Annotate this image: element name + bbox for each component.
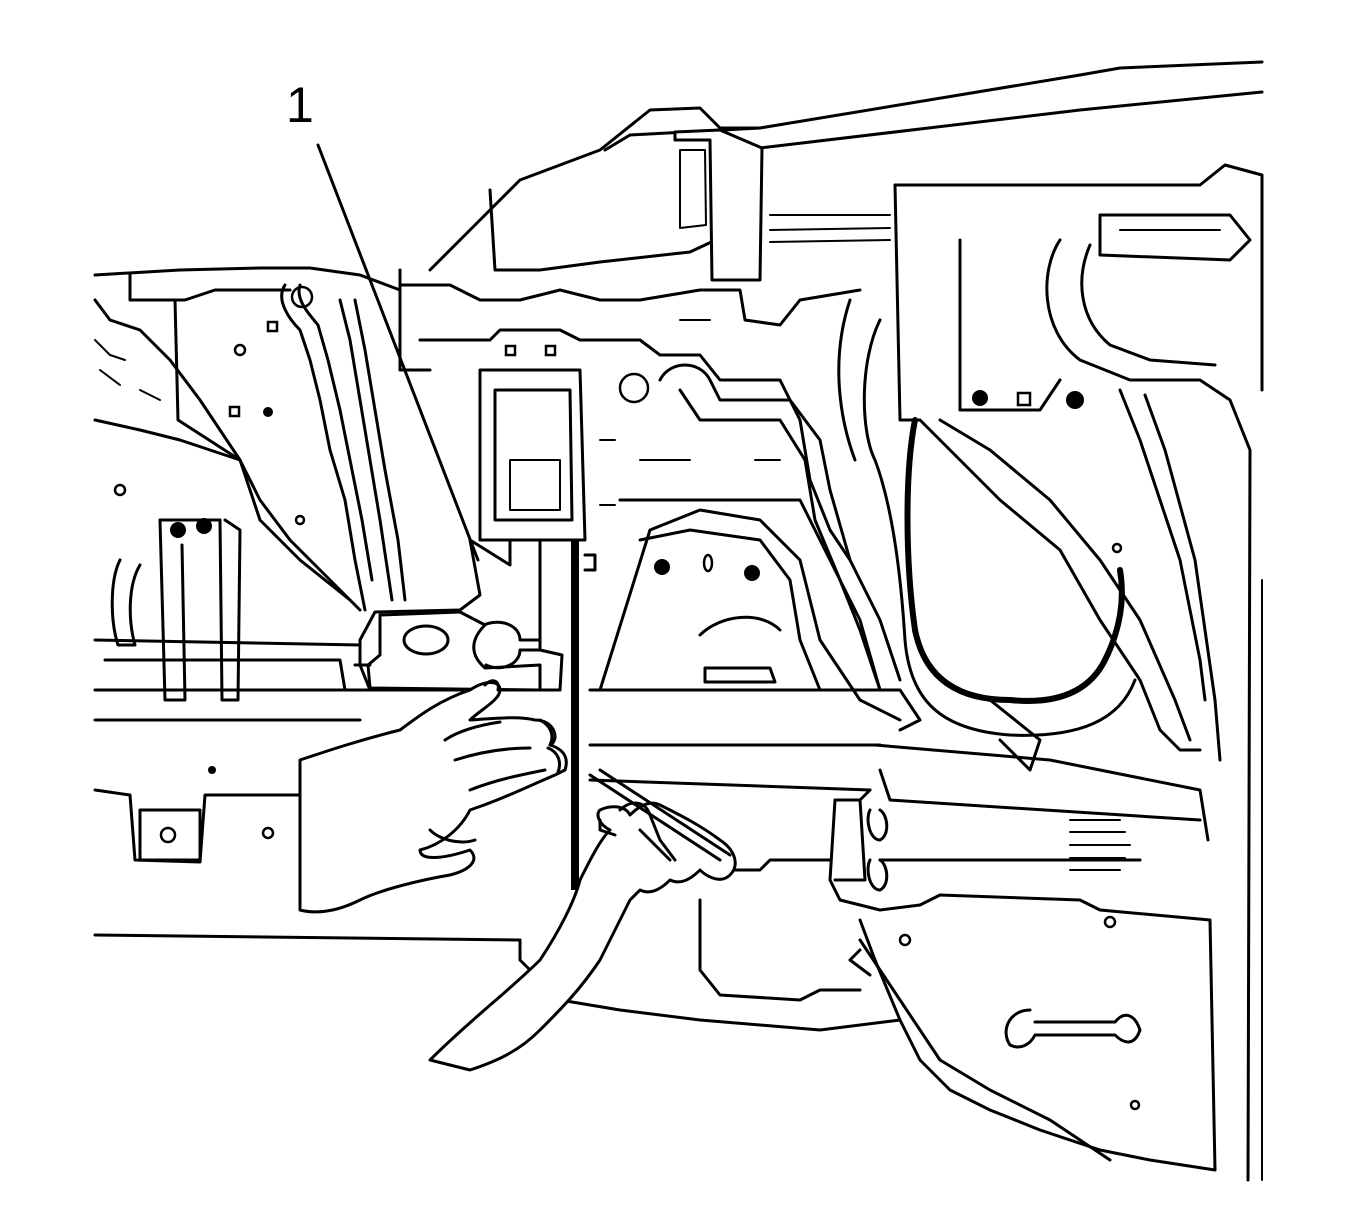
upper-radiator-support <box>398 60 1264 372</box>
lower-cross-member <box>93 638 922 1032</box>
left-hand <box>298 679 568 914</box>
right-hand <box>428 768 737 1072</box>
callout-1-leader <box>316 143 480 562</box>
wheelhouse-opening <box>837 298 1137 772</box>
left-vertical-bracket <box>103 518 382 702</box>
right-side-panel <box>893 163 1264 1182</box>
left-inner-structure <box>93 266 407 612</box>
center-mounting-panel <box>418 319 902 692</box>
callout-label-1: 1 <box>286 77 314 133</box>
wrench-tool <box>353 538 597 890</box>
splash-shield <box>698 579 1263 1181</box>
